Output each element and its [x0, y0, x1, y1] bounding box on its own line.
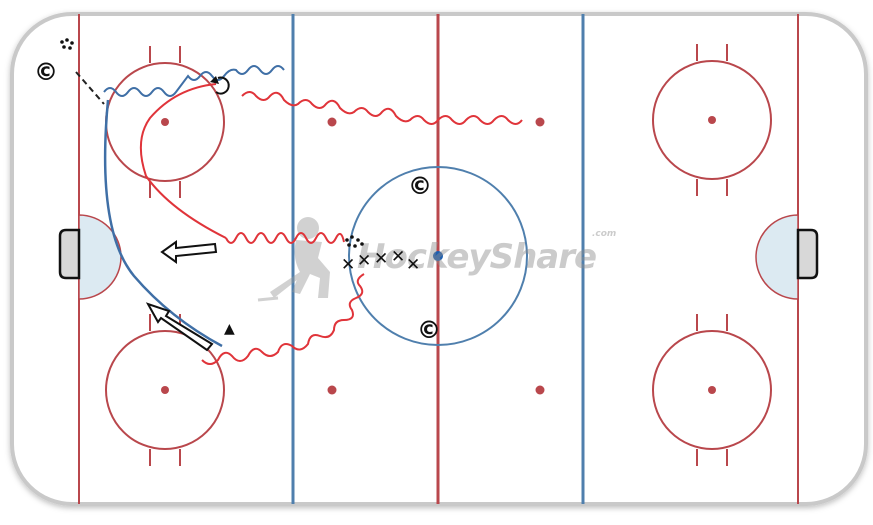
player-marker: ✕ [406, 255, 420, 275]
player-marker: ✕ [357, 251, 371, 271]
goal-crease-right [755, 214, 799, 300]
faceoff-circle-left-bottom [105, 314, 225, 466]
coach-skate-path [103, 65, 285, 97]
forward-skate-path-curve [139, 83, 227, 239]
neutral-dot-bottom-left [327, 385, 337, 395]
neutral-dot-top-left [327, 117, 337, 127]
player-line: ✕ ✕ ✕ ✕ ✕ [341, 247, 420, 275]
player-marker: ✕ [391, 247, 405, 267]
goal-net-left [58, 228, 81, 280]
long-skate-path-top [241, 91, 523, 125]
puck-carry-path-lower [201, 273, 365, 365]
center-circle [348, 166, 528, 346]
coach-center-top: © [408, 172, 432, 200]
svg-text:©: © [408, 172, 432, 200]
direction-arrow-left [160, 240, 218, 264]
backward-skate-path [103, 99, 223, 348]
player-silhouette-icon [257, 217, 330, 302]
center-faceoff-dot [433, 251, 443, 261]
svg-text:©: © [417, 316, 441, 344]
coach-pass-line [75, 71, 105, 105]
watermark-brand: HockeyShare [357, 237, 596, 277]
direction-arrow-diagonal [145, 302, 214, 352]
neutral-dot-top-right [535, 117, 545, 127]
puck-group-center [345, 235, 364, 248]
coach-top-left: © [34, 58, 58, 86]
puck-group-top-left [60, 38, 74, 50]
faceoff-circle-right-top [652, 44, 772, 196]
puck-carry-path-upper [225, 232, 345, 244]
watermark-suffix: .com [592, 229, 616, 239]
hockeyshare-watermark: HockeyShare .com [257, 217, 616, 302]
player-marker: ✕ [374, 249, 388, 269]
coach-center-bottom: © [417, 316, 441, 344]
svg-text:©: © [34, 58, 58, 86]
pivot-loop-icon [215, 76, 230, 95]
pivot-arrow-icon [210, 76, 219, 84]
neutral-dot-bottom-right [535, 385, 545, 395]
player-marker: ✕ [341, 255, 355, 275]
faceoff-circle-right-bottom [652, 314, 772, 466]
goal-crease-left [78, 214, 122, 300]
cone-marker: ▲ [224, 321, 235, 337]
goal-net-right [796, 228, 819, 280]
